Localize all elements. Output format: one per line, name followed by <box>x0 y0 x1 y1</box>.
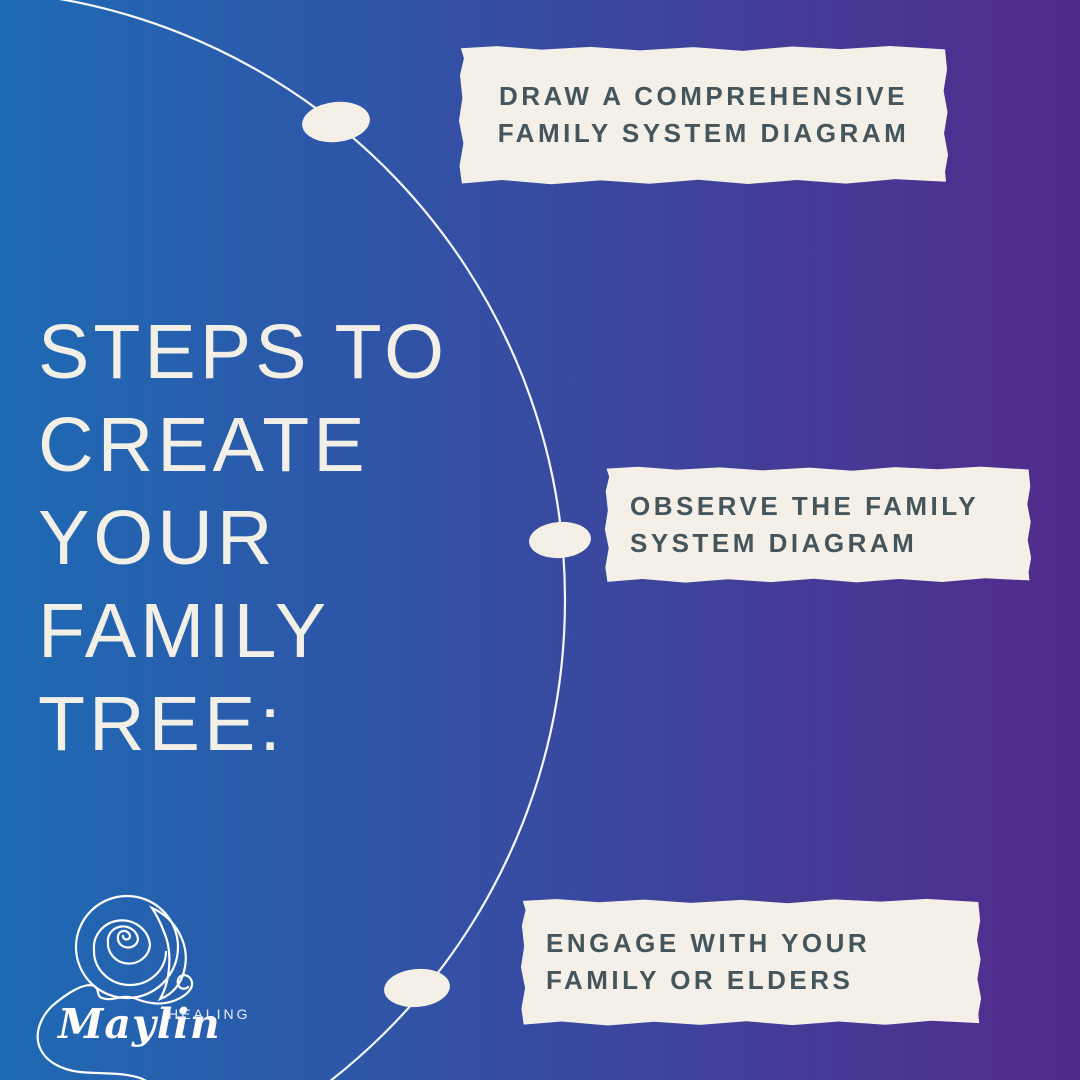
page-title-line-5: TREE: <box>38 681 285 767</box>
page-title-line-3: YOUR <box>38 495 277 581</box>
step-1-line-2: FAMILY SYSTEM DIAGRAM <box>497 118 910 148</box>
step-3-line-2: FAMILY OR ELDERS <box>546 965 854 995</box>
page-title: STEPS TO CREATE YOUR FAMILY TREE: <box>38 306 448 771</box>
brand-name: Maylin <box>58 1000 221 1048</box>
step-1-line-1: DRAW A COMPREHENSIVE <box>499 81 908 111</box>
step-2-line-2: SYSTEM DIAGRAM <box>630 527 918 558</box>
crescent-line <box>148 905 187 1002</box>
step-2-line-1: OBSERVE THE FAMILY <box>630 490 980 521</box>
page-title-line-1: STEPS TO <box>38 309 449 395</box>
step-marker-1 <box>300 98 372 146</box>
step-card-2: OBSERVE THE FAMILY SYSTEM DIAGRAM <box>604 466 1032 583</box>
sphere-outline <box>74 894 180 1000</box>
step-3-line-1: ENGAGE WITH YOUR <box>546 928 871 958</box>
brand-subtitle: HEALING <box>168 1006 251 1022</box>
step-marker-3 <box>382 966 452 1010</box>
step-card-3: ENGAGE WITH YOUR FAMILY OR ELDERS <box>520 898 982 1026</box>
step-marker-2 <box>527 519 593 561</box>
page-title-line-2: CREATE <box>38 402 369 488</box>
page-title-line-4: FAMILY <box>38 588 331 674</box>
step-card-1: DRAW A COMPREHENSIVE FAMILY SYSTEM DIAGR… <box>458 45 949 185</box>
spiral-line <box>92 919 168 987</box>
